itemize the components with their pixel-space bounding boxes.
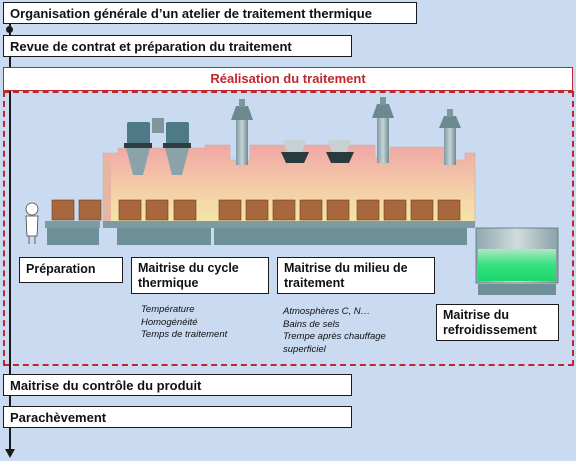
step-parachevement: Parachèvement [3,406,352,428]
hopper-icon [124,118,191,175]
stage-milieu-label-line2: traitement [284,276,345,290]
milieu-note-item: Atmosphères C, N… [283,306,371,317]
stage-milieu-traitement: Maitrise du milieu de traitement [277,257,435,294]
cycle-notes: Température Homogénéité Temps de traitem… [141,304,227,342]
stage-refroid-label-line2: refroidissement [443,323,537,337]
step-parachevement-label: Parachèvement [10,410,107,425]
chimney-icon [231,97,461,165]
stage-preparation-label: Préparation [26,262,96,276]
conveyor-icon [45,221,475,245]
timeline-start-dot [6,26,13,33]
stage-preparation: Préparation [19,257,123,283]
milieu-note-item: Trempe après chauffage [283,331,386,342]
cycle-note-item: Homogénéité [141,316,198,328]
quench-tank-icon [475,227,559,295]
step-controle: Maitrise du contrôle du produit [3,374,352,396]
stage-cycle-label-line2: thermique [138,276,199,290]
worker-icon [25,202,39,244]
realisation-frame [3,91,574,366]
stage-milieu-label-line1: Maitrise du milieu de [284,261,408,275]
stage-refroidissement: Maitrise du refroidissement [436,304,559,341]
stage-cycle-label-line1: Maitrise du cycle [138,261,239,275]
step-controle-label: Maitrise du contrôle du produit [10,378,202,393]
cycle-note-item: Temps de traitement [141,329,228,340]
cycle-note-item: Température [141,304,195,315]
realisation-title: Réalisation du traitement [3,67,573,91]
parts-icon [51,199,461,221]
salt-bath-icon [281,140,354,163]
step-revue-label: Revue de contrat et préparation du trait… [10,39,292,54]
step-organisation-label: Organisation générale d’un atelier de tr… [10,6,372,21]
timeline-arrow-icon [5,449,15,458]
milieu-notes: Atmosphères C, N… Bains de sels Trempe a… [283,306,386,356]
step-organisation: Organisation générale d’un atelier de tr… [3,2,417,24]
step-revue: Revue de contrat et préparation du trait… [3,35,352,57]
realisation-title-label: Réalisation du traitement [210,71,366,86]
milieu-note-item: Bains de sels [283,318,340,330]
process-timeline-axis [9,24,11,451]
milieu-note-item: superficiel [283,343,326,355]
stage-refroid-label-line1: Maitrise du [443,308,509,322]
stage-cycle-thermique: Maitrise du cycle thermique [131,257,269,294]
